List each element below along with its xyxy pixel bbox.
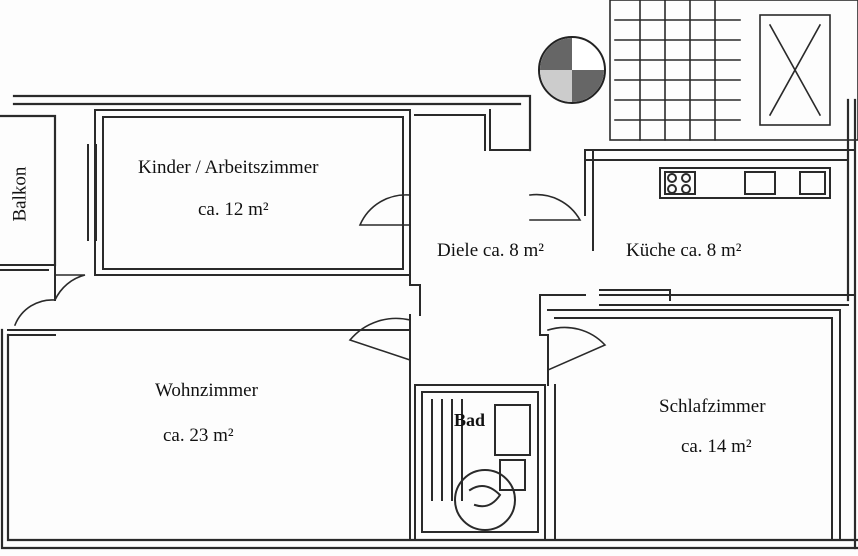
diele-walls [409, 109, 594, 386]
kueche-label: Küche ca. 8 m² [626, 240, 742, 261]
wohn-walls [7, 329, 411, 541]
door-swings [13, 193, 607, 372]
wohn-room-area: ca. 23 m² [163, 425, 234, 446]
schlaf-walls [547, 309, 841, 541]
hatched-circle-symbol [538, 36, 606, 104]
outer-walls [0, 94, 858, 550]
stairwell [609, 0, 858, 141]
schlaf-room-name: Schlafzimmer [659, 396, 766, 417]
balkon-label: Balkon [9, 166, 31, 222]
diele-label: Diele ca. 8 m² [437, 240, 544, 261]
kinder-room-walls [87, 109, 411, 276]
kinder-room-name: Kinder / Arbeitszimmer [138, 157, 319, 178]
kueche-walls [584, 149, 856, 306]
bad-walls [414, 384, 546, 541]
schlaf-room-area: ca. 14 m² [681, 436, 752, 457]
wohn-room-name: Wohnzimmer [155, 380, 258, 401]
bad-label: Bad [454, 410, 486, 430]
kinder-room-area: ca. 12 m² [198, 199, 269, 220]
balkon-walls [0, 264, 56, 301]
